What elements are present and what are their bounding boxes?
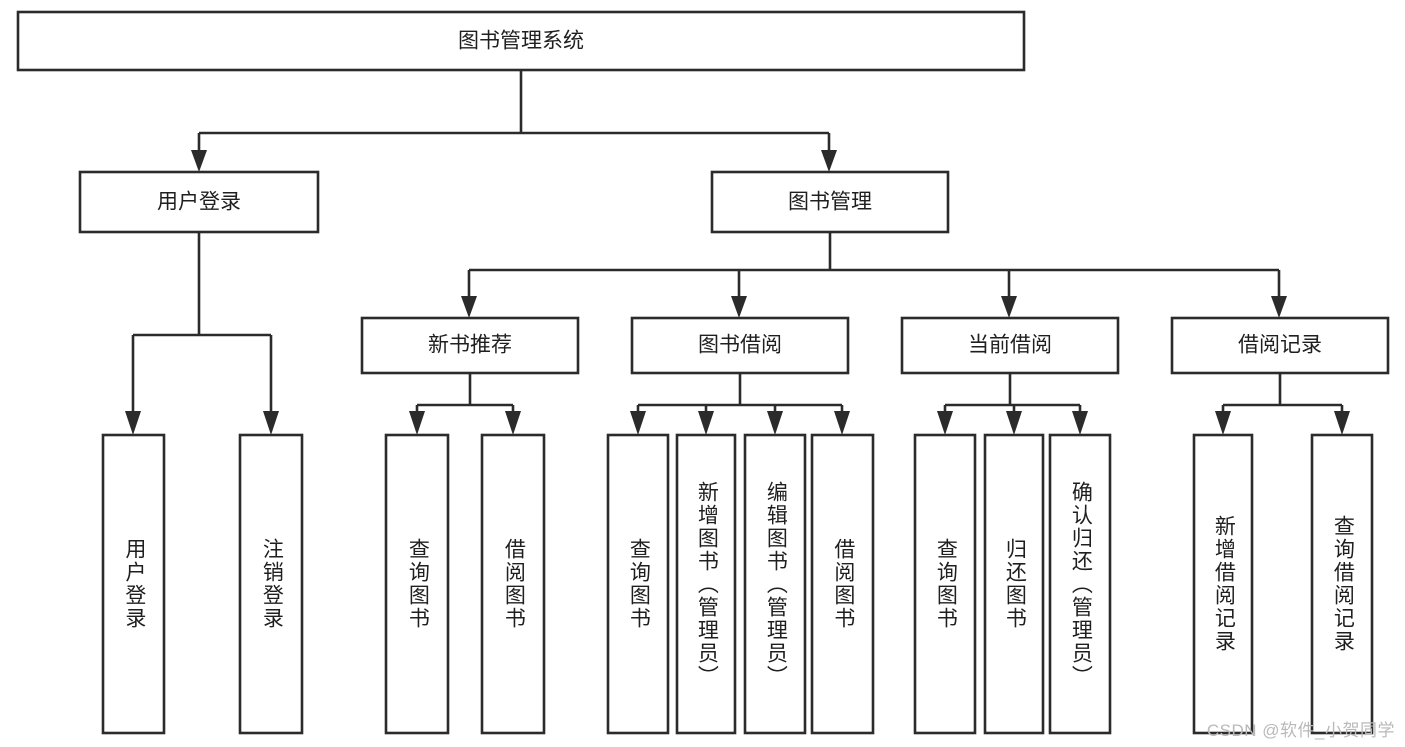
connector-borrowrecord-to-leaves — [1215, 373, 1350, 435]
connector-newbook-to-leaves — [409, 373, 521, 435]
leaf-boxes — [101, 433, 1374, 735]
node-root-label: 图书管理系统 — [458, 30, 584, 53]
node-leaf-query-book-cur[interactable] — [913, 433, 977, 735]
node-book-manage-label: 图书管理 — [788, 191, 872, 214]
node-leaf-logout[interactable] — [238, 433, 304, 735]
node-leaf-query-book-bor[interactable] — [606, 433, 670, 735]
node-leaf-borrow-book-rec[interactable] — [480, 433, 546, 735]
node-root[interactable]: 图书管理系统 — [16, 10, 1026, 72]
node-leaf-add-borrow-record[interactable] — [1192, 433, 1254, 735]
node-book-manage[interactable]: 图书管理 — [710, 170, 950, 234]
node-borrow-record[interactable]: 借阅记录 — [1170, 316, 1390, 375]
connector-bookborrow-to-leaves — [630, 373, 850, 435]
csdn-watermark: CSDN @软件_小贺同学 — [1206, 721, 1395, 740]
node-leaf-borrow-book-bor[interactable] — [810, 433, 875, 735]
node-leaf-add-book-admin[interactable] — [675, 433, 737, 735]
node-current-borrow-label: 当前借阅 — [968, 334, 1052, 357]
connector-root-to-level1 — [191, 70, 837, 172]
node-leaf-query-book-rec[interactable] — [384, 433, 450, 735]
node-book-borrow-label: 图书借阅 — [698, 334, 782, 357]
node-leaf-query-borrow-record[interactable] — [1310, 433, 1374, 735]
node-new-book-recommend-label: 新书推荐 — [428, 334, 512, 357]
node-leaf-edit-book-admin[interactable] — [743, 433, 807, 735]
node-book-borrow[interactable]: 图书借阅 — [630, 316, 850, 375]
node-user-login[interactable]: 用户登录 — [78, 170, 320, 234]
node-current-borrow[interactable]: 当前借阅 — [900, 316, 1120, 375]
node-borrow-record-label: 借阅记录 — [1238, 334, 1322, 357]
connector-userlogin-to-leaves — [125, 232, 279, 435]
node-new-book-recommend[interactable]: 新书推荐 — [360, 316, 580, 375]
connector-currentborrow-to-leaves — [937, 373, 1088, 435]
node-leaf-return-book[interactable] — [983, 433, 1045, 735]
node-user-login-label: 用户登录 — [157, 191, 241, 214]
node-leaf-confirm-return-admin[interactable] — [1048, 433, 1112, 735]
node-leaf-user-login[interactable] — [101, 433, 166, 735]
connector-bookmanage-to-level2 — [461, 232, 1287, 318]
